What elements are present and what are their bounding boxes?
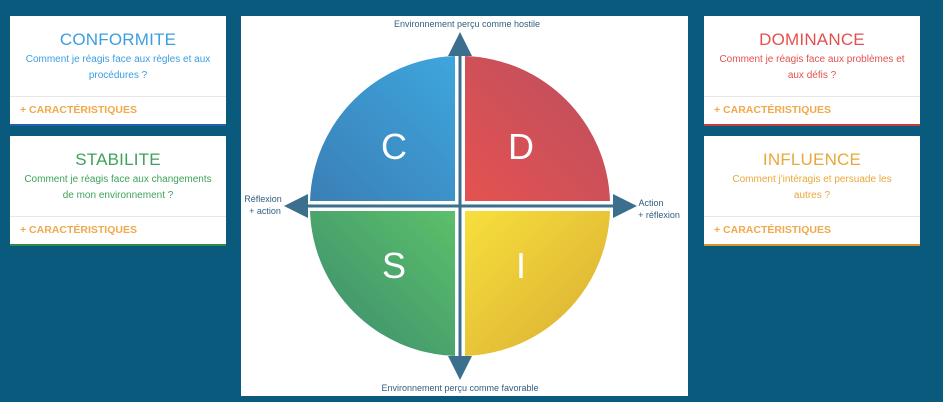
card-stabilite: STABILITE Comment je réagis face aux cha… — [10, 136, 226, 246]
axis-label-top: Environnement perçu comme hostile — [394, 19, 540, 29]
quadrant-c — [310, 56, 455, 201]
quadrant-i — [465, 211, 610, 356]
caracteristiques-link-stabilite[interactable]: + CARACTÉRISTIQUES — [10, 216, 226, 236]
card-accent-line — [704, 124, 920, 126]
quadrant-letter-c: C — [381, 126, 407, 167]
card-influence: INFLUENCE Comment j'intéragis et persuad… — [704, 136, 920, 246]
card-accent-line — [704, 244, 920, 246]
axis-label-right-2: + réflexion — [638, 210, 680, 220]
quadrant-letter-s: S — [382, 245, 406, 286]
axis-label-left-2: + action — [249, 206, 281, 216]
card-dominance: DOMINANCE Comment je réagis face aux pro… — [704, 16, 920, 126]
caracteristiques-link-influence[interactable]: + CARACTÉRISTIQUES — [704, 216, 920, 236]
card-desc-influence: Comment j'intéragis et persuade les autr… — [732, 174, 892, 201]
axis-label-bottom: Environnement perçu comme favorable — [381, 383, 538, 393]
disc-diagram: C D S I Environnement perçu comme hostil… — [244, 19, 680, 393]
caracteristiques-link-dominance[interactable]: + CARACTÉRISTIQUES — [704, 96, 920, 116]
quadrant-letter-i: I — [516, 245, 526, 286]
axis-label-right-1: Action — [638, 198, 663, 208]
card-accent-line — [10, 244, 226, 246]
quadrant-letter-d: D — [508, 126, 534, 167]
card-desc-stabilite: Comment je réagis face aux changements d… — [24, 174, 212, 201]
caracteristiques-link-conformite[interactable]: + CARACTÉRISTIQUES — [10, 96, 226, 116]
card-title-dominance: DOMINANCE — [759, 30, 865, 49]
card-title-influence: INFLUENCE — [762, 150, 862, 169]
quadrant-s — [310, 211, 455, 356]
card-desc-dominance: Comment je réagis face aux problèmes et … — [719, 54, 905, 81]
card-conformite: CONFORMITE Comment je réagis face aux rè… — [10, 16, 226, 126]
card-accent-line — [10, 124, 226, 126]
card-desc-conformite: Comment je réagis face aux règles et aux… — [25, 54, 211, 81]
axis-label-left-1: Réflexion — [244, 194, 282, 204]
card-title-conformite: CONFORMITE — [59, 30, 177, 49]
quadrant-d — [465, 56, 610, 201]
disc-diagram-panel: C D S I Environnement perçu comme hostil… — [241, 16, 688, 396]
card-title-stabilite: STABILITE — [75, 150, 161, 169]
